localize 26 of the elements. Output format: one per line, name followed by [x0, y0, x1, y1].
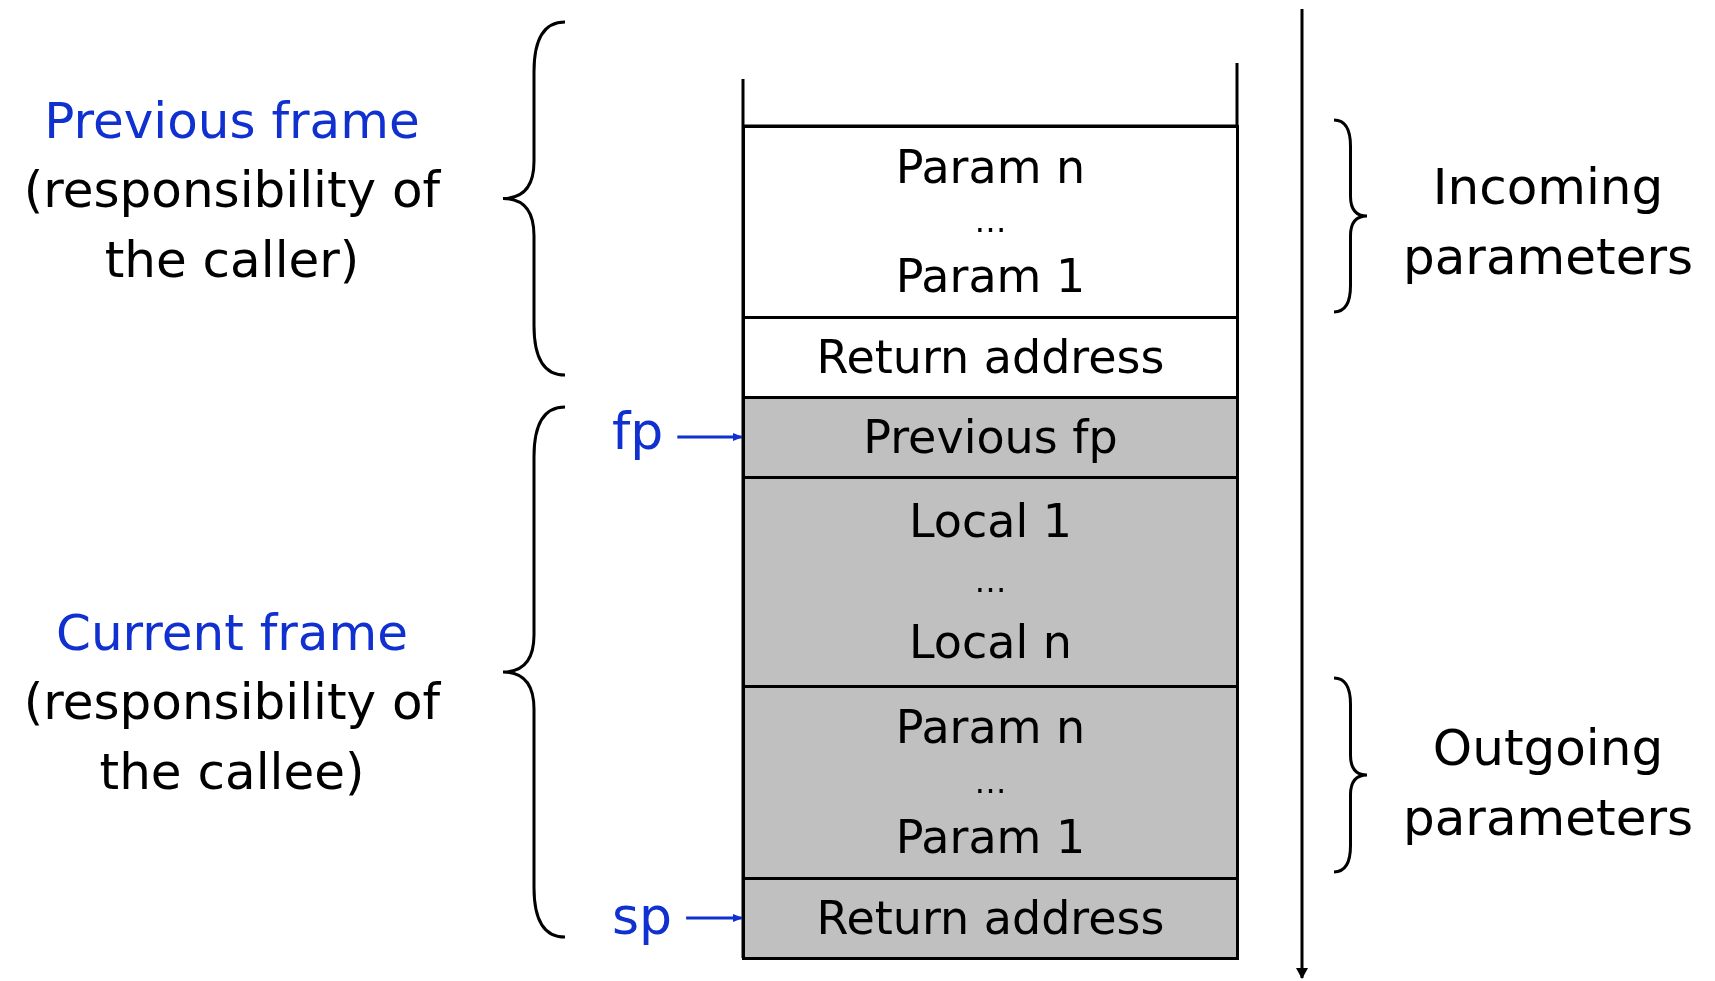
- slot-label: Return address: [816, 332, 1165, 383]
- pointer-arrow: [677, 433, 743, 441]
- slot-label: Previous fp: [863, 412, 1118, 463]
- frame-title: Previous frame: [43, 91, 421, 152]
- annotation-text: Outgoing parameters: [1402, 718, 1694, 849]
- frame-title: Current frame: [55, 603, 409, 664]
- pointer-arrow: [686, 914, 743, 922]
- slot-label: Param n: [895, 142, 1086, 193]
- annotation-text: Incoming parameters: [1402, 157, 1694, 288]
- slot-label: Local 1: [908, 496, 1073, 547]
- slot-label: Param 1: [895, 251, 1086, 302]
- slot-label: Param n: [895, 702, 1086, 753]
- stack-slot: [742, 877, 1239, 960]
- slot-label: Return address: [816, 893, 1165, 944]
- annotation-text: (responsibility of the callee): [22, 672, 442, 803]
- annotation-text: (responsibility of the caller): [22, 160, 442, 291]
- slot-label: Local n: [909, 617, 1072, 668]
- stack-slot: [742, 125, 1239, 319]
- ellipsis: …: [974, 569, 1007, 595]
- stack-slot: [742, 685, 1239, 880]
- stack-slot: [742, 476, 1239, 688]
- stack-slot: [742, 396, 1239, 479]
- stack-slot: [742, 316, 1239, 399]
- slot-label: Param 1: [895, 812, 1086, 863]
- ellipsis: …: [974, 769, 1007, 796]
- ellipsis: …: [974, 209, 1007, 235]
